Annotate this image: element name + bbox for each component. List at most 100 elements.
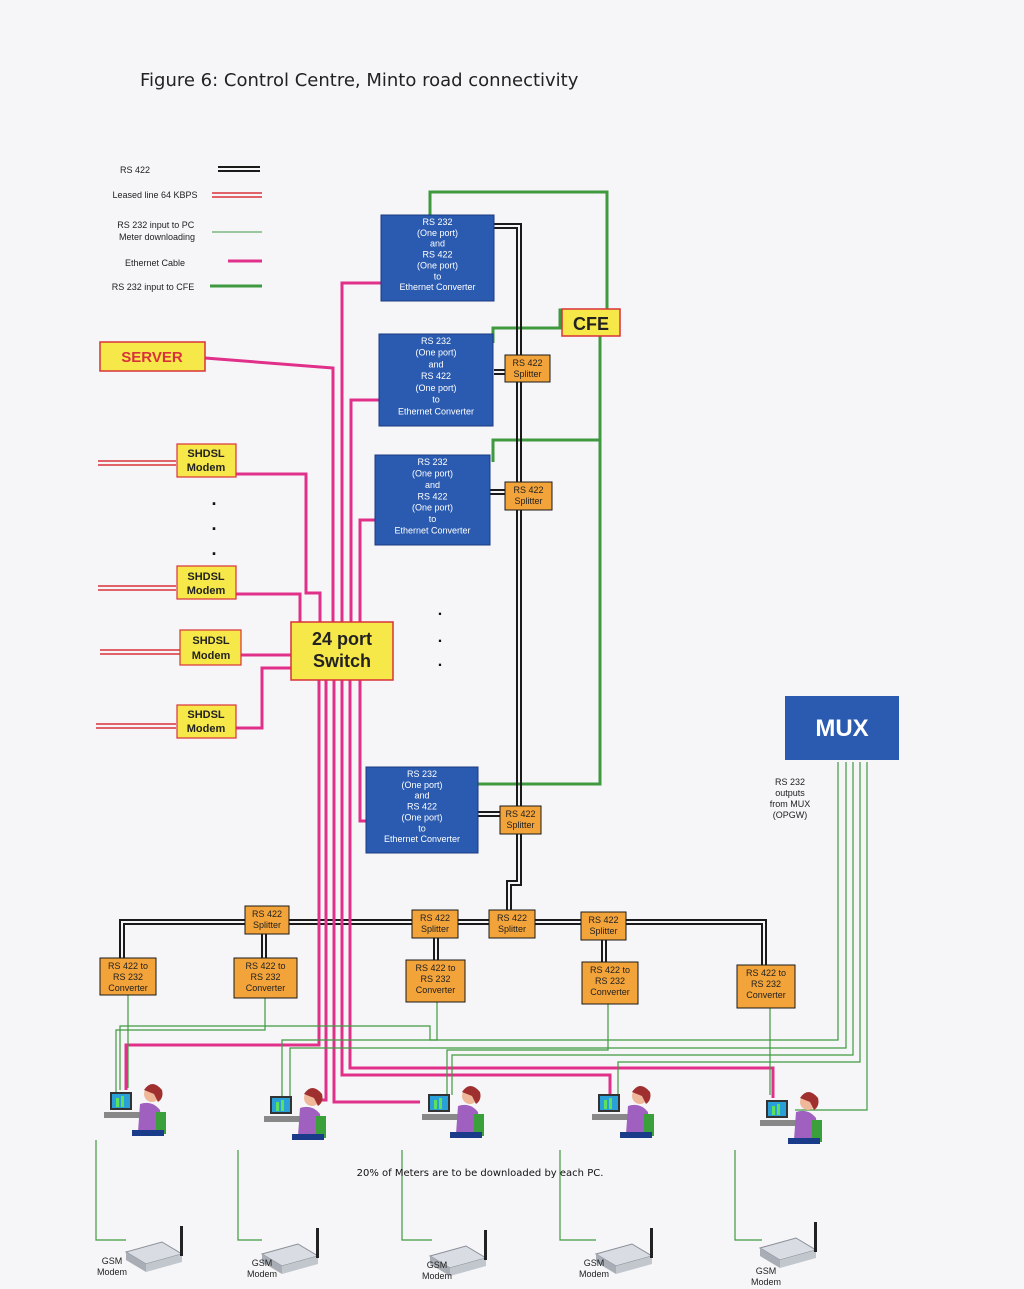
converter-text: Converter [108, 983, 148, 993]
splitter-text: Splitter [421, 924, 449, 934]
converter-box-text: and [425, 480, 440, 490]
legend-label-leased-line: Leased line 64 KBPS [112, 190, 197, 200]
converter-text: RS 422 to [415, 963, 455, 973]
server-label: SERVER [121, 349, 183, 366]
server-node[interactable]: SERVER [99, 341, 206, 372]
shdsl-modem[interactable]: SHDSL Modem [179, 629, 242, 666]
converter-box-text: (One port) [415, 348, 456, 358]
mux-output-line: outputs [775, 788, 805, 798]
ellipsis-dot: . [211, 539, 216, 559]
ellipsis-dot: . [211, 514, 216, 534]
shdsl-label-line1: SHDSL [187, 448, 225, 460]
splitter-text: Splitter [514, 496, 542, 506]
pc-workstations [104, 1084, 822, 1144]
gsm-modem-icon [595, 1227, 654, 1275]
converter-box-text: (One port) [412, 503, 453, 513]
converter-box-text: Ethernet Converter [399, 282, 475, 292]
converter-box-text: RS 232 [421, 336, 451, 346]
switch-label-line2: Switch [313, 651, 371, 671]
converter-box-text: (One port) [401, 812, 442, 822]
converter-box-text: RS 422 [421, 371, 451, 381]
gsm-label: Modem [422, 1271, 452, 1281]
pc-operator-icon[interactable] [264, 1088, 326, 1140]
converter-box-text: RS 422 [422, 250, 452, 260]
pc-operator-icon[interactable] [422, 1086, 484, 1138]
splitter-text: RS 422 [513, 485, 543, 495]
switch-label-line1: 24 port [312, 629, 372, 649]
gsm-label: GSM [427, 1260, 448, 1270]
shdsl-modem[interactable]: SHDSL Modem [176, 704, 237, 739]
converter-text: RS 422 to [746, 968, 786, 978]
shdsl-modem[interactable]: SHDSL Modem [176, 443, 237, 478]
splitter-text: Splitter [498, 924, 526, 934]
ethernet-cables [124, 281, 775, 1104]
converter-box-text: RS 232 [417, 457, 447, 467]
splitter-text: Splitter [506, 820, 534, 830]
mux-output-line: (OPGW) [773, 810, 808, 820]
splitter-text: RS 422 [512, 358, 542, 368]
converter-box-text: to [434, 271, 442, 281]
splitter-text: RS 422 [497, 913, 527, 923]
gsm-modem-icon [125, 1225, 184, 1273]
converter-text: RS 422 to [108, 961, 148, 971]
gsm-label: GSM [102, 1256, 123, 1266]
shdsl-label-line2: Modem [187, 462, 226, 474]
converter-box-text: (One port) [417, 260, 458, 270]
shdsl-modem[interactable]: SHDSL Modem [176, 565, 237, 600]
pc-operator-icon[interactable] [760, 1092, 822, 1144]
mux-node[interactable]: MUX [785, 696, 899, 760]
gsm-label: Modem [751, 1277, 781, 1287]
cfe-green-lines [428, 190, 609, 786]
shdsl-label-line1: SHDSL [187, 709, 225, 721]
shdsl-label-line1: SHDSL [192, 635, 230, 647]
pc-operator-icon[interactable] [592, 1086, 654, 1138]
converter-text: Converter [746, 990, 786, 1000]
gsm-label: Modem [97, 1267, 127, 1277]
legend-label-rs232-cfe: RS 232 input to CFE [112, 282, 195, 292]
mux-output-line: from MUX [770, 799, 811, 809]
gsm-label: GSM [252, 1258, 273, 1268]
converter-text: Converter [590, 987, 630, 997]
cfe-node[interactable]: CFE [561, 308, 621, 337]
converter-text: RS 232 [113, 972, 143, 982]
converter-box-text: and [414, 791, 429, 801]
gsm-label: Modem [579, 1269, 609, 1279]
ellipsis-dot: . [211, 489, 216, 509]
converter-text: RS 232 [595, 976, 625, 986]
splitter-text: RS 422 [252, 909, 282, 919]
splitter-text: Splitter [513, 369, 541, 379]
cfe-label: CFE [573, 314, 609, 334]
converter-text: RS 232 [420, 974, 450, 984]
converter-text: Converter [416, 985, 456, 995]
pc-operator-icon[interactable] [104, 1084, 166, 1136]
splitter-text: RS 422 [505, 809, 535, 819]
legend: RS 422 Leased line 64 KBPS RS 232 input … [112, 165, 262, 292]
mux-output-line: RS 232 [775, 777, 805, 787]
switch-node[interactable]: 24 port Switch [290, 621, 394, 681]
diagram-caption: 20% of Meters are to be downloaded by ea… [356, 1168, 604, 1179]
